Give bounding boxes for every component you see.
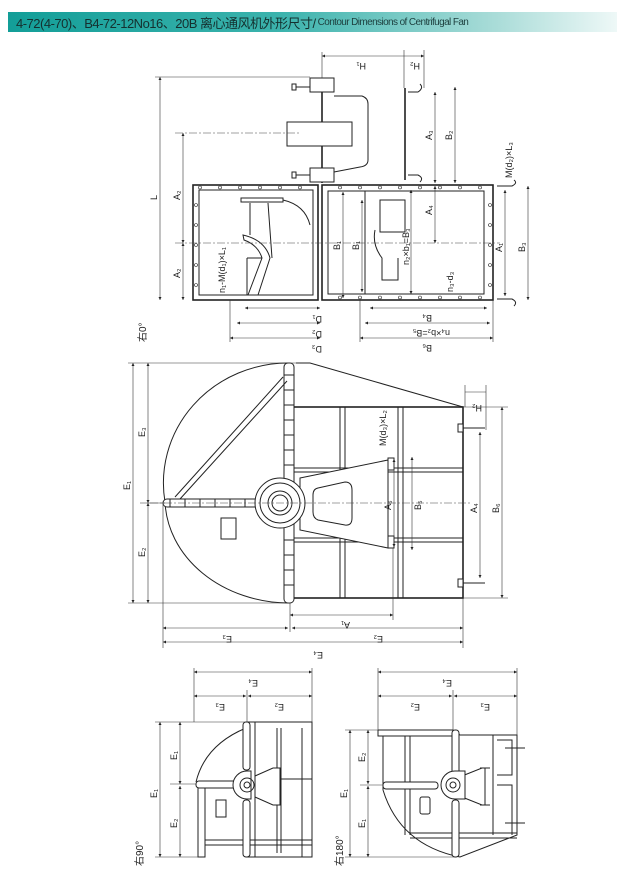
label-E3: E₃ xyxy=(137,427,147,437)
label-E3-bottom: E₃ xyxy=(222,634,232,644)
label-D2: D₂ xyxy=(312,329,322,339)
title-english: Contour Dimensions of Centrifugal Fan xyxy=(317,16,469,28)
label-H2-side: H₂ xyxy=(472,403,482,413)
label-A4-side: A₄ xyxy=(469,503,479,513)
label-B1-a: B₁ xyxy=(332,241,342,250)
title-chinese: 4-72(4-70)、B4-72-12No16、20B 离心通风机外形尺寸/ xyxy=(16,15,316,31)
bolt-holes xyxy=(194,185,492,300)
label-E3-90-v: E₁ xyxy=(169,751,179,760)
view-180-labels: E₄ E₂ E₃ E₁ E₂ E₁ 右180° xyxy=(333,678,490,866)
label-E2-180-v: E₂ xyxy=(357,752,367,762)
label-E2-90: E₂ xyxy=(274,702,284,712)
top-view-drawing xyxy=(155,50,530,342)
label-E3-180-v: E₁ xyxy=(357,819,367,828)
label-B2: B₂ xyxy=(444,130,454,140)
label-H1: H₁ xyxy=(356,61,366,71)
label-E3-180: E₃ xyxy=(480,702,490,712)
label-E3-90: E₃ xyxy=(215,702,225,712)
label-A2-top: A₂ xyxy=(172,190,182,200)
label-E1-180: E₁ xyxy=(339,789,349,798)
label-n1: n₁-M(d₁)×L₁ xyxy=(217,247,227,293)
label-n4: n₄×b₂=B₅ xyxy=(412,328,450,338)
label-E2-180: E₂ xyxy=(410,702,420,712)
view-90-labels: E₄ E₃ E₂ E₁ E₁ E₂ 右90° xyxy=(133,678,284,866)
label-D1: D₁ xyxy=(312,314,322,324)
label-B3: B₃ xyxy=(517,242,527,252)
label-A2-bottom: A₂ xyxy=(172,268,182,278)
label-A3: A₃ xyxy=(424,130,434,140)
orientation-label-90: 右90° xyxy=(133,841,146,866)
label-B1-b: B₁ xyxy=(351,241,361,250)
label-n3: n₃-d₃ xyxy=(445,271,455,292)
label-B4: B₄ xyxy=(422,313,432,323)
view-180-drawing xyxy=(345,668,525,858)
label-A1-side: A₁ xyxy=(341,620,350,630)
side-view-labels: E₁ E₃ E₂ H₂ M(d₃)×L₂ A₆ B₅ A₄ B₆ A₁ E₃ E… xyxy=(122,403,501,660)
label-B5: B₅ xyxy=(413,500,423,510)
label-E2: E₂ xyxy=(137,547,147,557)
orientation-label-0: 右0° xyxy=(136,322,149,342)
label-B6: B₆ xyxy=(422,343,432,353)
label-E4-180: E₄ xyxy=(442,678,452,688)
label-B6-side: B₆ xyxy=(491,503,501,513)
label-E1-90: E₁ xyxy=(149,789,159,798)
label-n2: n₂×b₁=B₃ xyxy=(401,228,411,265)
view-90-drawing xyxy=(155,668,313,858)
label-E4-90: E₄ xyxy=(248,678,258,688)
label-E2-bottom: E₂ xyxy=(373,634,383,644)
label-E4: E₄ xyxy=(313,650,323,660)
top-view-labels: H₁ H₂ A₃ B₂ M(d₂)×L₃ L A₂ A₂ n₁-M(d₁)×L₁… xyxy=(136,61,527,354)
label-A4: A₄ xyxy=(424,205,434,215)
label-E1: E₁ xyxy=(122,481,132,490)
label-E2-90-v: E₂ xyxy=(169,818,179,828)
label-M-d2-L3: M(d₂)×L₃ xyxy=(504,142,514,178)
section-header: 4-72(4-70)、B4-72-12No16、20B 离心通风机外形尺寸/ C… xyxy=(8,12,617,32)
orientation-label-180: 右180° xyxy=(333,835,346,866)
label-A6: A₆ xyxy=(383,500,393,510)
side-view-drawing xyxy=(128,362,508,648)
label-M-d3-L: M(d₃)×L₂ xyxy=(378,410,388,446)
label-D3: D₃ xyxy=(312,344,322,354)
label-L: L xyxy=(149,195,159,200)
label-A1: A₁ xyxy=(494,243,504,252)
label-H2: H₂ xyxy=(410,61,420,71)
